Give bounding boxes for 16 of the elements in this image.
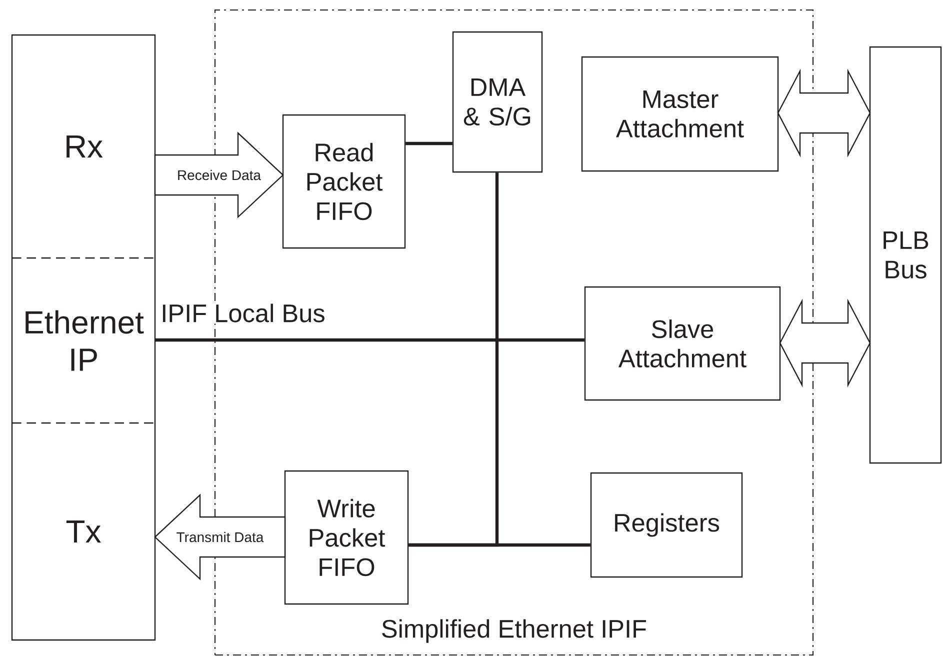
block-section: Ethernet IP (26, 310, 144, 371)
process-box: DMA & S/G (452, 31, 543, 173)
process-box: Write Packet FIFO (284, 470, 409, 605)
block-section: Rx (66, 136, 103, 158)
bus-line (408, 543, 590, 547)
process-box: Master Attachment (581, 56, 779, 172)
bus-box: PLB Bus (869, 46, 942, 464)
process-box: Registers (590, 472, 743, 578)
ethernet-ip-block (11, 34, 156, 641)
block-arrow (779, 298, 871, 388)
block-section: Tx (66, 520, 101, 543)
process-box: Read Packet FIFO (282, 114, 406, 249)
block-arrow (777, 68, 871, 158)
bus-line (155, 338, 584, 342)
process-box: Slave Attachment (584, 286, 781, 401)
bus-line (406, 142, 452, 146)
